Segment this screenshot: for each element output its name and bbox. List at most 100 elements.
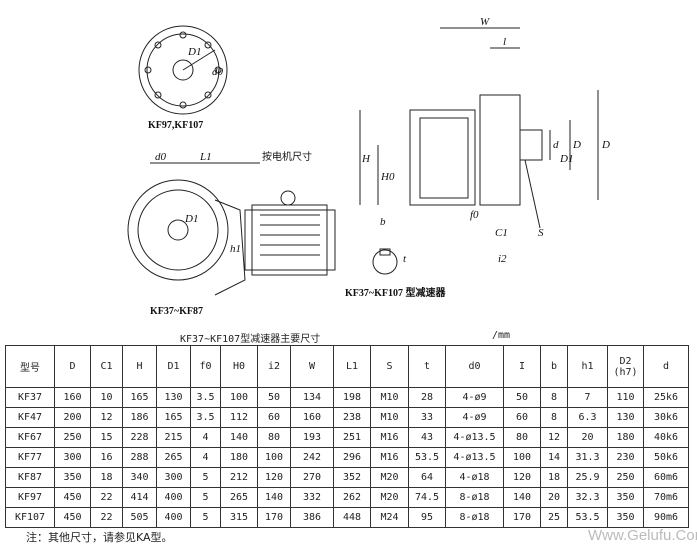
svg-text:S: S <box>538 227 544 239</box>
table-cell: 60m6 <box>643 467 689 488</box>
table-cell: 4-ø9 <box>445 387 504 408</box>
table-cell: 15 <box>90 427 123 448</box>
table-cell: 265 <box>220 487 258 508</box>
column-header: L1 <box>333 345 371 388</box>
table-cell: 40k6 <box>643 427 689 448</box>
svg-text:L1: L1 <box>199 151 212 163</box>
table-cell: 250 <box>54 427 91 448</box>
table-cell: 332 <box>290 487 334 508</box>
front-view: W l H H0 d D D D1 f0 C1 S i2 b t KF37~KF… <box>345 16 610 299</box>
table-cell: M16 <box>370 447 409 468</box>
gearbox-drawing: D1 d0 KF97,KF107 d0 L1 按电机尺寸 D1 h1 KF37~… <box>127 16 610 317</box>
table-cell: 5 <box>190 487 221 508</box>
table-cell: 20 <box>567 427 608 448</box>
table-cell: 350 <box>54 467 91 488</box>
table-cell: KF77 <box>5 447 55 468</box>
table-cell: 212 <box>220 467 258 488</box>
table-cell: 4-ø13.5 <box>445 427 504 448</box>
table-cell: 350 <box>607 487 644 508</box>
table-cell: 8-ø18 <box>445 487 504 508</box>
table-cell: 120 <box>503 467 541 488</box>
table-cell: 296 <box>333 447 371 468</box>
column-header: i2 <box>257 345 291 388</box>
column-header: b <box>540 345 568 388</box>
table-title: KF37~KF107型减速器主要尺寸 <box>180 334 321 345</box>
column-header: C1 <box>90 345 123 388</box>
table-cell: 4-ø13.5 <box>445 447 504 468</box>
table-cell: 6.3 <box>567 407 608 428</box>
table-cell: 12 <box>540 427 568 448</box>
table-cell: 112 <box>220 407 258 428</box>
unit-label: /mm <box>492 330 511 341</box>
table-cell: KF37 <box>5 387 55 408</box>
table-cell: 140 <box>220 427 258 448</box>
table-cell: 80 <box>503 427 541 448</box>
svg-text:b: b <box>380 216 386 228</box>
svg-text:W: W <box>480 16 490 28</box>
table-cell: 8 <box>540 387 568 408</box>
table-cell: 7 <box>567 387 608 408</box>
column-header: d <box>643 345 689 388</box>
table-cell: 43 <box>408 427 446 448</box>
svg-text:D1: D1 <box>559 153 573 165</box>
svg-text:i2: i2 <box>498 253 507 265</box>
table-cell: 5 <box>190 507 221 528</box>
table-cell: 4 <box>190 447 221 468</box>
table-cell: KF47 <box>5 407 55 428</box>
table-cell: 262 <box>333 487 371 508</box>
table-cell: 386 <box>290 507 334 528</box>
table-cell: 8 <box>540 407 568 428</box>
table-cell: 22 <box>90 507 123 528</box>
table-cell: KF67 <box>5 427 55 448</box>
column-header: I <box>503 345 541 388</box>
table-cell: 74.5 <box>408 487 446 508</box>
table-cell: 10 <box>90 387 123 408</box>
svg-text:t: t <box>403 253 407 265</box>
column-header: h1 <box>567 345 608 388</box>
svg-text:KF97,KF107: KF97,KF107 <box>148 120 203 131</box>
table-cell: 448 <box>333 507 371 528</box>
table-cell: M10 <box>370 407 409 428</box>
footnote: 注：其他尺寸，请参见KA型。 <box>26 531 173 544</box>
table-cell: 450 <box>54 487 91 508</box>
table-cell: 3.5 <box>190 407 221 428</box>
table-cell: 180 <box>607 427 644 448</box>
table-cell: 170 <box>257 507 291 528</box>
table-cell: 30k6 <box>643 407 689 428</box>
table-cell: 160 <box>290 407 334 428</box>
table-cell: 31.3 <box>567 447 608 468</box>
svg-text:l: l <box>503 36 506 48</box>
table-cell: 50 <box>257 387 291 408</box>
table-cell: 70m6 <box>643 487 689 508</box>
table-cell: 350 <box>607 507 644 528</box>
table-cell: 95 <box>408 507 446 528</box>
table-cell: 242 <box>290 447 334 468</box>
table-cell: 18 <box>90 467 123 488</box>
table-cell: 33 <box>408 407 446 428</box>
svg-text:f0: f0 <box>470 209 479 221</box>
table-cell: 300 <box>54 447 91 468</box>
column-header: D2 (h7) <box>607 345 644 388</box>
table-cell: 170 <box>503 507 541 528</box>
table-cell: 50k6 <box>643 447 689 468</box>
table-cell: 120 <box>257 467 291 488</box>
table-cell: 90m6 <box>643 507 689 528</box>
table-cell: M10 <box>370 387 409 408</box>
table-cell: 198 <box>333 387 371 408</box>
svg-text:按电机尺寸: 按电机尺寸 <box>262 150 312 163</box>
table-cell: 288 <box>122 447 157 468</box>
svg-text:D1: D1 <box>184 213 198 225</box>
column-header: H <box>122 345 157 388</box>
table-cell: 53.5 <box>567 507 608 528</box>
table-cell: 3.5 <box>190 387 221 408</box>
table-cell: 400 <box>156 487 191 508</box>
table-cell: 180 <box>220 447 258 468</box>
table-cell: KF107 <box>5 507 55 528</box>
table-cell: 505 <box>122 507 157 528</box>
column-header: d0 <box>445 345 504 388</box>
